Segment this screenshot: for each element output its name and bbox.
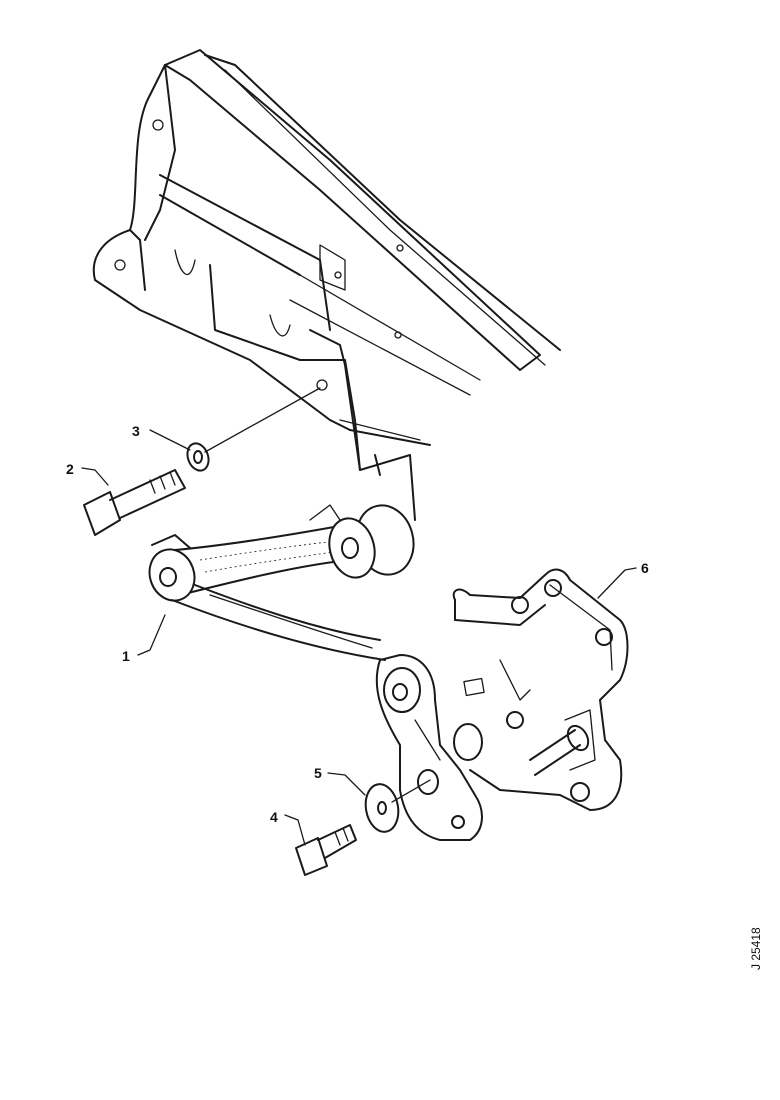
- washer-3: [186, 387, 321, 472]
- reference-code: J 25418: [749, 927, 763, 970]
- mounting-bracket: [452, 568, 629, 811]
- frame-structure: [92, 49, 561, 521]
- callout-1: 1: [122, 648, 130, 664]
- washer-5: [364, 779, 431, 833]
- callout-5: 5: [314, 765, 322, 781]
- callout-6: 6: [641, 560, 649, 576]
- callout-2: 2: [66, 461, 74, 477]
- bolt-4: [295, 824, 357, 876]
- torque-rod-arm: [148, 504, 483, 841]
- callout-3: 3: [132, 423, 140, 439]
- callout-4: 4: [270, 809, 278, 825]
- callout-labels: 3 2 1 4 5 6: [66, 423, 649, 825]
- bolt-2: [83, 469, 186, 536]
- callout-leaders: [81, 429, 637, 846]
